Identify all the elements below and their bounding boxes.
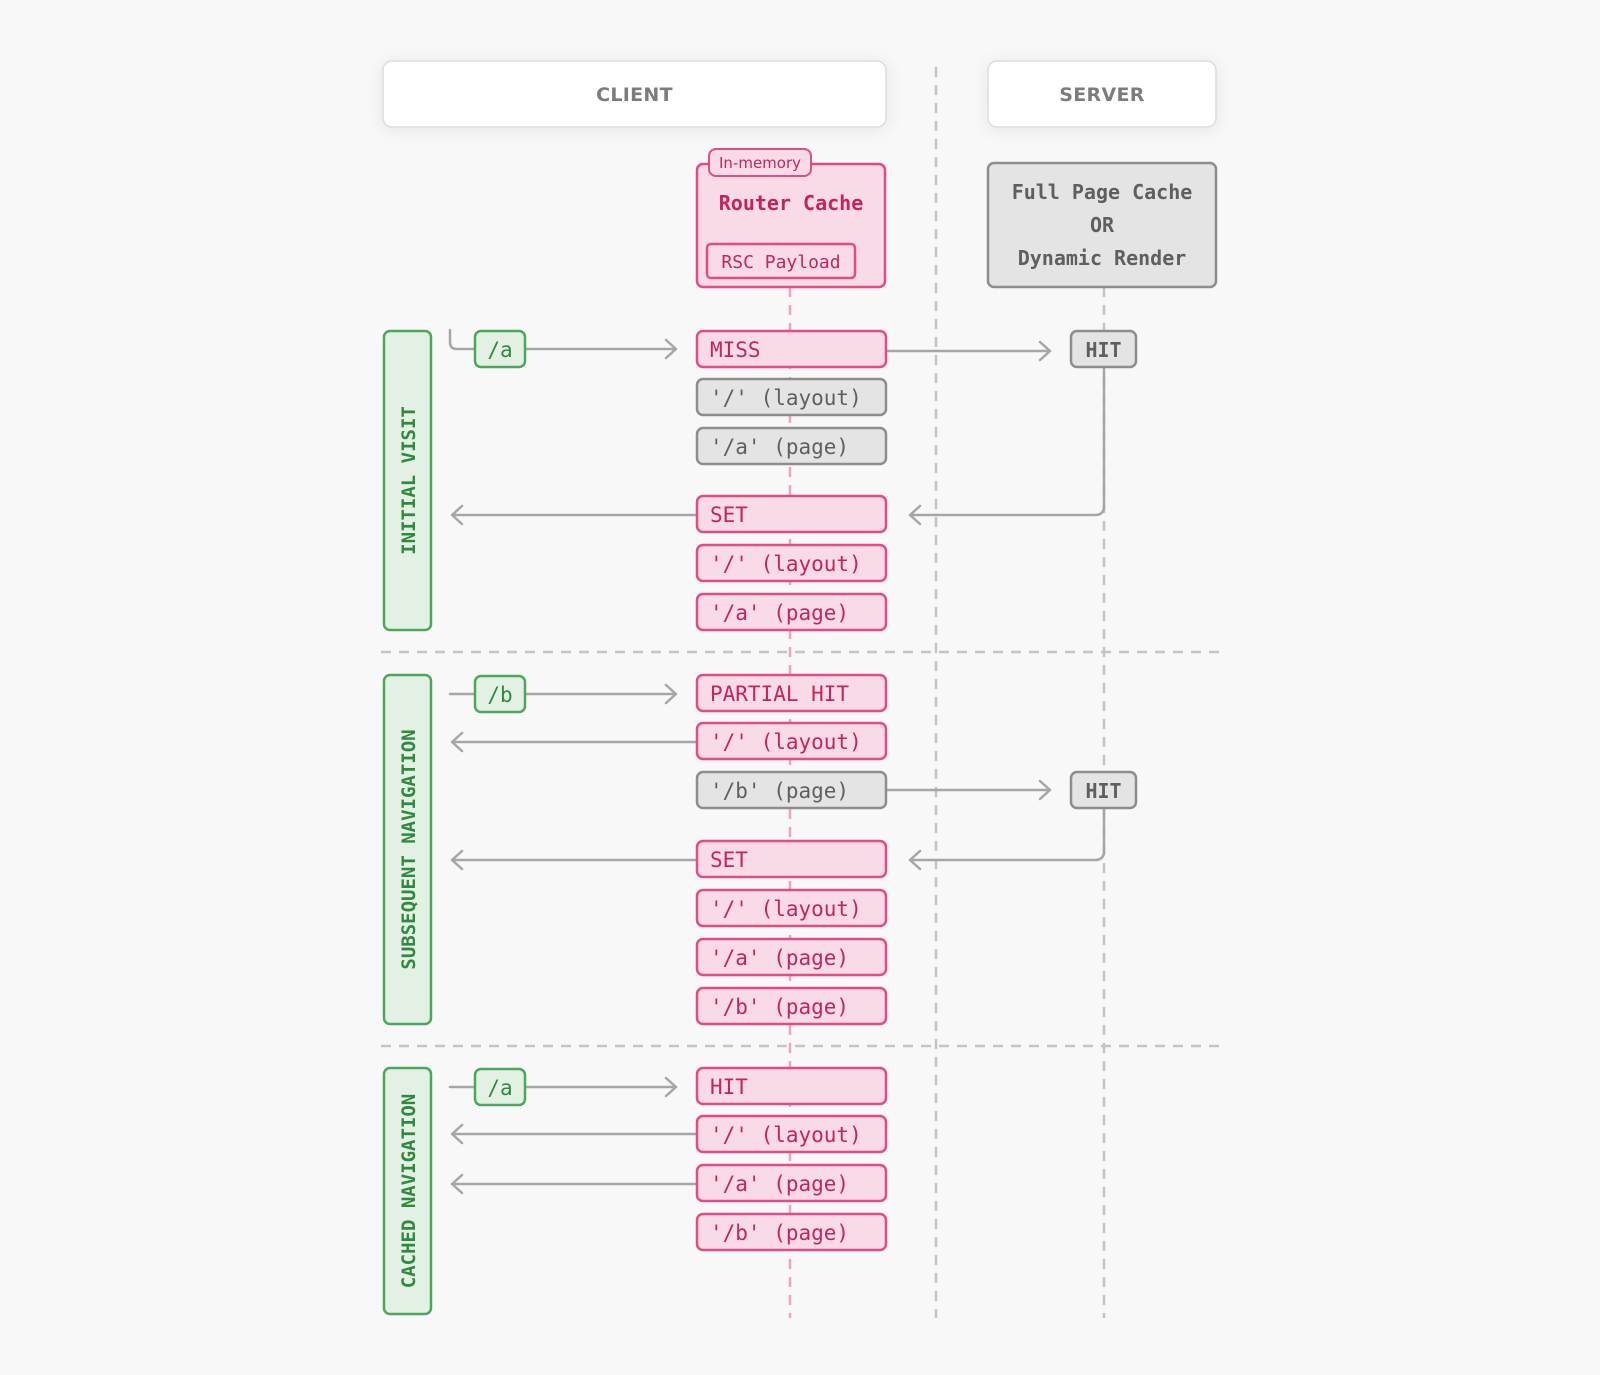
- server-hit-badge: HIT: [1069, 770, 1138, 810]
- server-request-arrow: [884, 779, 1052, 801]
- cache-entry-label: '/b' (page): [710, 995, 849, 1019]
- cache-entry-label: MISS: [710, 338, 761, 362]
- cache-entry-box: [695, 888, 888, 928]
- section-label-initial-visit: INITIAL VISIT: [382, 329, 433, 632]
- cache-entry: '/a' (page): [695, 1163, 888, 1203]
- response-arrow: [450, 1173, 699, 1195]
- cache-entry-label: '/a' (page): [710, 435, 849, 459]
- cache-entry: '/' (layout): [695, 543, 888, 583]
- cache-entry-label: '/a' (page): [710, 601, 849, 625]
- response-arrow: [450, 504, 699, 526]
- server-response-arrow: [908, 806, 1106, 871]
- route-badge-label: /b: [487, 683, 512, 707]
- cache-entry-box: [695, 673, 888, 713]
- router-cache-title: Router Cache: [719, 191, 864, 215]
- subsequent-navigation-label: SUBSEQUENT NAVIGATION: [398, 729, 420, 969]
- cache-entry-label: '/' (layout): [710, 386, 862, 410]
- cache-entry: '/' (layout): [695, 721, 888, 761]
- cache-entry-label: HIT: [710, 1075, 748, 1099]
- request-arrow: [523, 338, 678, 360]
- cache-entry-label: '/' (layout): [710, 730, 862, 754]
- cache-entry-label: '/' (layout): [710, 552, 862, 576]
- initial-visit-label: INITIAL VISIT: [398, 406, 420, 555]
- cache-entry-box: [695, 721, 888, 761]
- cache-entry: '/a' (page): [695, 426, 888, 466]
- cache-entry: '/a' (page): [695, 592, 888, 632]
- cache-entry-box: [695, 329, 888, 369]
- request-arrow: [523, 683, 678, 705]
- cache-entry: '/' (layout): [695, 377, 888, 417]
- cache-entry: SET: [695, 494, 888, 534]
- client-header: CLIENT: [382, 60, 887, 128]
- server-hit-label: HIT: [1085, 338, 1121, 362]
- server-header: SERVER: [987, 60, 1217, 128]
- cache-entry: '/' (layout): [695, 1114, 888, 1154]
- cache-entry-label: SET: [710, 848, 748, 872]
- cache-entry-box: [695, 1066, 888, 1106]
- cache-entry-box: [695, 377, 888, 417]
- cache-entry-box: [695, 770, 888, 810]
- cache-entry-label: '/b' (page): [710, 779, 849, 803]
- cache-entry-box: [695, 426, 888, 466]
- or-label: OR: [1090, 213, 1115, 237]
- cache-entry: '/b' (page): [695, 986, 888, 1026]
- route-badge-label: /a: [487, 1076, 512, 1100]
- cache-entries: MISS '/' (layout) '/a' (page) SET '/' (layou…: [695, 329, 888, 1252]
- route-badge-a: /a: [473, 1067, 527, 1107]
- cache-entry-label: SET: [710, 503, 748, 527]
- cache-entry-label: '/' (layout): [710, 897, 862, 921]
- cached-navigation-label: CACHED NAVIGATION: [398, 1094, 420, 1288]
- rsc-payload-box: [705, 242, 857, 280]
- cache-entry: HIT: [695, 1066, 888, 1106]
- cache-entry: '/b' (page): [695, 1212, 888, 1252]
- request-arrow: [523, 1076, 678, 1098]
- response-arrow: [450, 731, 699, 753]
- server-request-arrow: [884, 340, 1052, 362]
- section-label-subsequent-navigation: SUBSEQUENT NAVIGATION: [382, 673, 433, 1026]
- cache-entry-label: '/a' (page): [710, 946, 849, 970]
- cache-entry: PARTIAL HIT: [695, 673, 888, 713]
- cache-entry: '/a' (page): [695, 937, 888, 977]
- cache-entry-label: '/' (layout): [710, 1123, 862, 1147]
- cache-entry-box: [695, 1163, 888, 1203]
- router-cache-box: In-memory Router Cache RSC Payload: [695, 148, 887, 289]
- request-arrow: [448, 328, 477, 351]
- cache-entry-box: [695, 986, 888, 1026]
- cache-entry-box: [695, 592, 888, 632]
- response-arrow: [450, 849, 699, 871]
- client-header-label: CLIENT: [596, 84, 673, 106]
- full-page-cache-label: Full Page Cache: [1012, 180, 1193, 204]
- cache-entry: MISS: [695, 329, 888, 369]
- route-badge-label: /a: [487, 338, 512, 362]
- cache-entry-box: [695, 937, 888, 977]
- cache-entry-label: '/b' (page): [710, 1221, 849, 1245]
- cache-entry-box: [695, 494, 888, 534]
- response-arrow: [450, 1123, 699, 1145]
- cache-entry: '/' (layout): [695, 888, 888, 928]
- server-hit-label: HIT: [1085, 779, 1121, 803]
- cache-entry-box: [695, 1212, 888, 1252]
- in-memory-badge: [708, 148, 812, 177]
- dynamic-render-label: Dynamic Render: [1018, 246, 1187, 270]
- rsc-payload-label: RSC Payload: [721, 252, 840, 273]
- cache-entry-box: [695, 839, 888, 879]
- cache-entry-label: PARTIAL HIT: [710, 682, 849, 706]
- server-hit-badge: HIT: [1069, 329, 1138, 369]
- server-header-label: SERVER: [1059, 84, 1144, 106]
- cache-entry: '/b' (page): [695, 770, 888, 810]
- server-render-box: Full Page Cache OR Dynamic Render: [986, 161, 1218, 289]
- cache-entry-box: [695, 1114, 888, 1154]
- in-memory-badge-label: In-memory: [719, 154, 801, 172]
- cache-entry-box: [695, 543, 888, 583]
- route-badge-b: /b: [473, 674, 527, 714]
- cache-entry: SET: [695, 839, 888, 879]
- cache-entry-label: '/a' (page): [710, 1172, 849, 1196]
- section-label-cached-navigation: CACHED NAVIGATION: [382, 1066, 433, 1316]
- server-response-arrow: [908, 365, 1106, 526]
- route-badge-a: /a: [473, 329, 527, 369]
